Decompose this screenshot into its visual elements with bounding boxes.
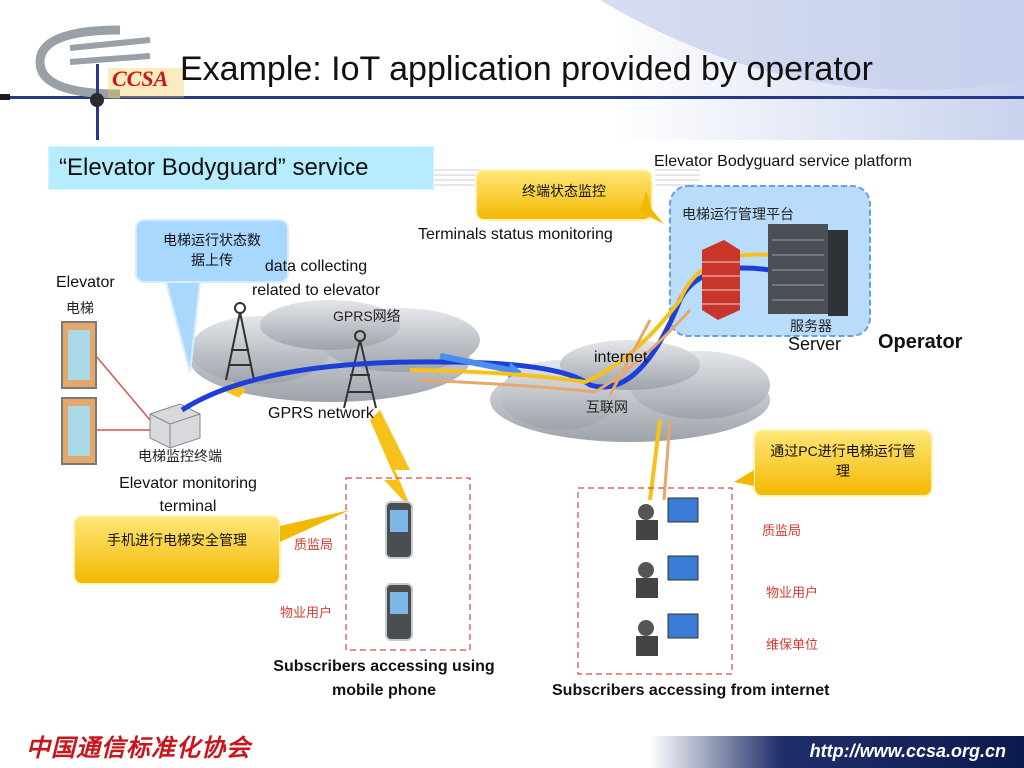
data-collecting-label-2: related to elevator <box>251 282 381 299</box>
maintenance-unit-cn: 维保单位 <box>766 637 819 652</box>
callout-pc-shape <box>734 429 933 497</box>
elevator-cabins <box>61 321 151 465</box>
mobile-subscribers-label-2: mobile phone <box>332 682 436 699</box>
internet-subscribers-label: Subscribers accessing from internet <box>552 682 830 699</box>
footer-org-name: 中国通信标准化协会 <box>26 736 251 762</box>
firewall <box>702 240 740 320</box>
service-label: “Elevator Bodyguard” service <box>59 154 369 181</box>
header-swoosh <box>600 0 1024 90</box>
callout-status-upload-shape <box>135 219 289 373</box>
gprs-network-label: GPRS network <box>268 405 374 422</box>
ccsa-logo-text: CCSA <box>112 66 169 91</box>
mobile-phones <box>385 501 413 641</box>
gprs-cn: GPRS网络 <box>333 308 401 324</box>
property-users-pc-cn: 物业用户 <box>766 585 819 600</box>
mobile-subscribers-label-1: Subscribers accessing using <box>273 658 495 675</box>
quality-bureau-pc-cn: 质监局 <box>762 523 802 538</box>
callout-pc-text-2: 理 <box>836 463 850 479</box>
terminals-status-label: Terminals status monitoring <box>418 226 613 243</box>
decor-lines <box>432 169 700 186</box>
elevator-label: Elevator <box>56 274 115 291</box>
callout-status-text-1: 电梯运行状态数 <box>163 232 261 248</box>
platform-label: Elevator Bodyguard service platform <box>654 153 912 170</box>
page-title: Example: IoT application provided by ope… <box>180 50 873 88</box>
footer-url-link[interactable]: http://www.ccsa.org.cn <box>809 741 1006 761</box>
header-rule-cap <box>0 94 10 100</box>
pc-users <box>636 497 699 656</box>
platform-cn: 电梯运行管理平台 <box>682 206 794 222</box>
callout-status-text-2: 据上传 <box>191 252 233 268</box>
service-label-box: “Elevator Bodyguard” service <box>48 146 434 190</box>
ccsa-logo-graphic <box>35 25 184 140</box>
emt-label-1: Elevator monitoring <box>119 475 257 492</box>
monitoring-terminal-device <box>149 403 201 449</box>
callout-terminal-status-shape <box>475 169 664 224</box>
property-users-mobile-cn: 物业用户 <box>280 605 333 620</box>
cell-towers <box>225 302 377 409</box>
callout-terminal-text: 终端状态监控 <box>522 183 606 199</box>
data-collecting-label-1: data collecting <box>264 258 368 275</box>
server-cn: 服务器 <box>790 318 832 334</box>
operator-label: Operator <box>878 331 963 353</box>
callout-pc-text-1: 通过PC进行电梯运行管 <box>770 443 916 459</box>
server-label: Server <box>788 334 842 354</box>
elevator-cn: 电梯 <box>66 300 94 316</box>
server-rack <box>768 224 848 316</box>
emt-label-2: terminal <box>159 498 217 515</box>
footer-bar <box>650 736 1024 768</box>
internet-label: internet <box>594 349 648 366</box>
header-rule <box>0 96 1024 99</box>
quality-bureau-mobile-cn: 质监局 <box>294 537 334 552</box>
terminal-cn: 电梯监控终端 <box>138 448 222 464</box>
callout-mobile-text: 手机进行电梯安全管理 <box>107 532 247 548</box>
callout-mobile-shape <box>73 510 350 585</box>
gprs-arrow <box>439 353 511 373</box>
mobile-group-box <box>345 477 471 651</box>
internet-cn: 互联网 <box>586 399 628 415</box>
